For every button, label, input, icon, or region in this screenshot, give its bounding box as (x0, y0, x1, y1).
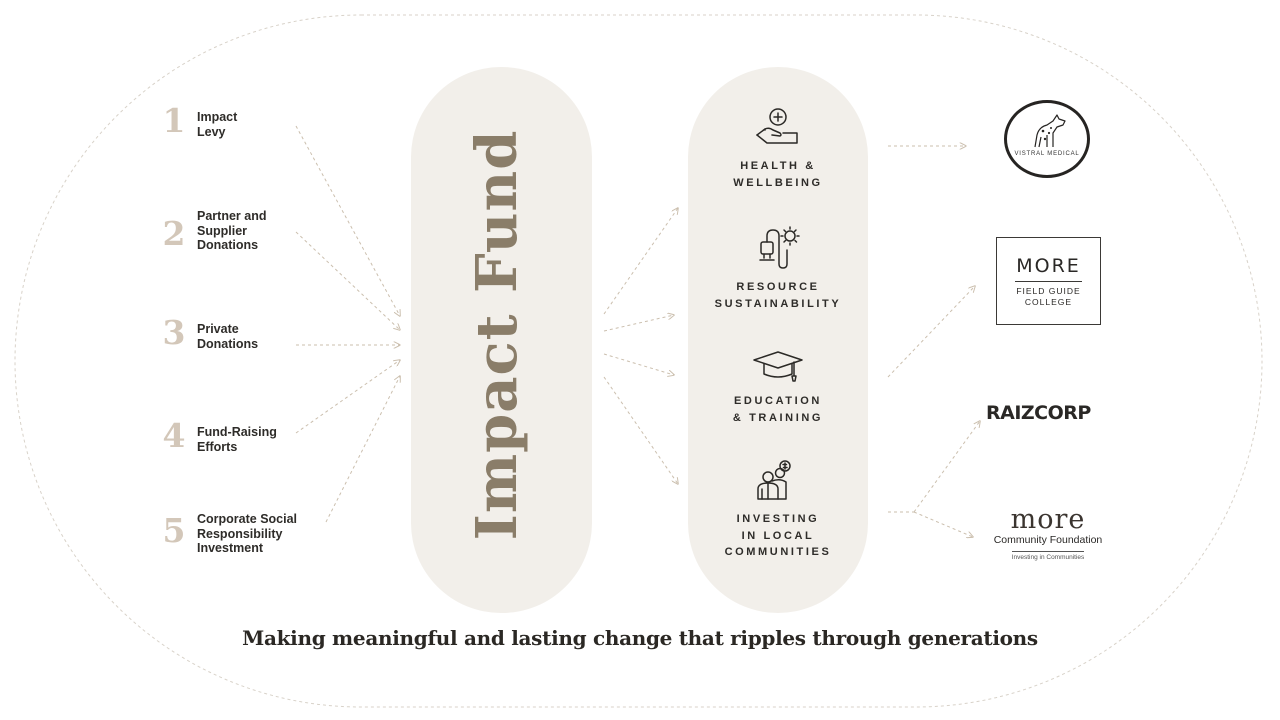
area-label: HEALTH & WELLBEING (733, 160, 823, 189)
source-number: 5 (162, 511, 186, 550)
area-label: INVESTING IN LOCAL COMMUNITIES (724, 513, 832, 558)
arrow-investing-raizcorp (913, 421, 980, 513)
source-fund-raising-efforts: 4 Fund-Raising Efforts (160, 419, 360, 475)
dog-emblem-icon (1034, 114, 1066, 148)
partner-logo-field-guide-college: MORE FIELD GUIDE COLLEGE (996, 237, 1101, 325)
outer-rounded-outline (14, 14, 1263, 708)
source-label: Corporate Social Responsibility Investme… (197, 512, 298, 555)
source-private-donations: 3 Private Donations (160, 316, 360, 372)
source-label: Private Donations (197, 322, 259, 351)
arrow-fund-investing (603, 376, 678, 484)
source-impact-levy: 1 Impact Levy (160, 104, 360, 160)
source-partner-supplier-donations: 2 Partner and Supplier Donations (160, 209, 360, 259)
impact-areas-pill (688, 67, 868, 613)
area-label: RESOURCE SUSTAINABILITY (714, 281, 842, 310)
fgc-logo-text: MORE (1016, 255, 1081, 277)
community-coin-icon (757, 460, 791, 500)
fgc-divider (1015, 281, 1082, 282)
area-label: EDUCATION & TRAINING (732, 395, 824, 424)
more-cf-name: Community Foundation (993, 534, 1103, 546)
hand-medical-cross-icon (756, 108, 798, 144)
source-number: 4 (162, 416, 186, 455)
arrow-investing-morecf (913, 511, 973, 537)
arrow-source-1 (295, 125, 400, 316)
source-label: Partner and Supplier Donations (197, 209, 267, 252)
arrow-fund-education (603, 353, 674, 375)
bottom-tagline: Making meaningful and lasting change tha… (242, 626, 1038, 650)
impact-fund-pill (411, 67, 592, 613)
arrow-fund-resource (603, 315, 674, 332)
source-number: 1 (162, 101, 186, 140)
source-number: 3 (162, 313, 186, 352)
fgc-subtitle: FIELD GUIDE COLLEGE (1016, 286, 1081, 307)
more-cf-logo-text: more (1010, 504, 1086, 535)
partner-logo-more-community-foundation: more Community Foundation Investing in C… (986, 506, 1110, 562)
source-label: Impact Levy (197, 110, 238, 139)
arrow-fund-health (603, 208, 678, 315)
impact-fund-title: Impact Fund (464, 129, 530, 541)
source-number: 2 (162, 214, 186, 253)
source-csr-investment: 5 Corporate Social Responsibility Invest… (160, 512, 360, 562)
more-cf-tagline: Investing in Communities (1011, 551, 1085, 562)
arrow-education-fgc (887, 286, 975, 378)
partner-medical-name: VISTRAL MEDICAL (1014, 151, 1080, 157)
graduation-cap-icon (753, 351, 803, 382)
plug-sun-icon (759, 226, 800, 269)
partner-logo-medical: VISTRAL MEDICAL (1004, 100, 1090, 178)
partner-logo-raizcorp: RAIZCORP (986, 402, 1116, 426)
source-label: Fund-Raising Efforts (197, 425, 277, 454)
raizcorp-name: RAIZCORP (986, 402, 1091, 424)
